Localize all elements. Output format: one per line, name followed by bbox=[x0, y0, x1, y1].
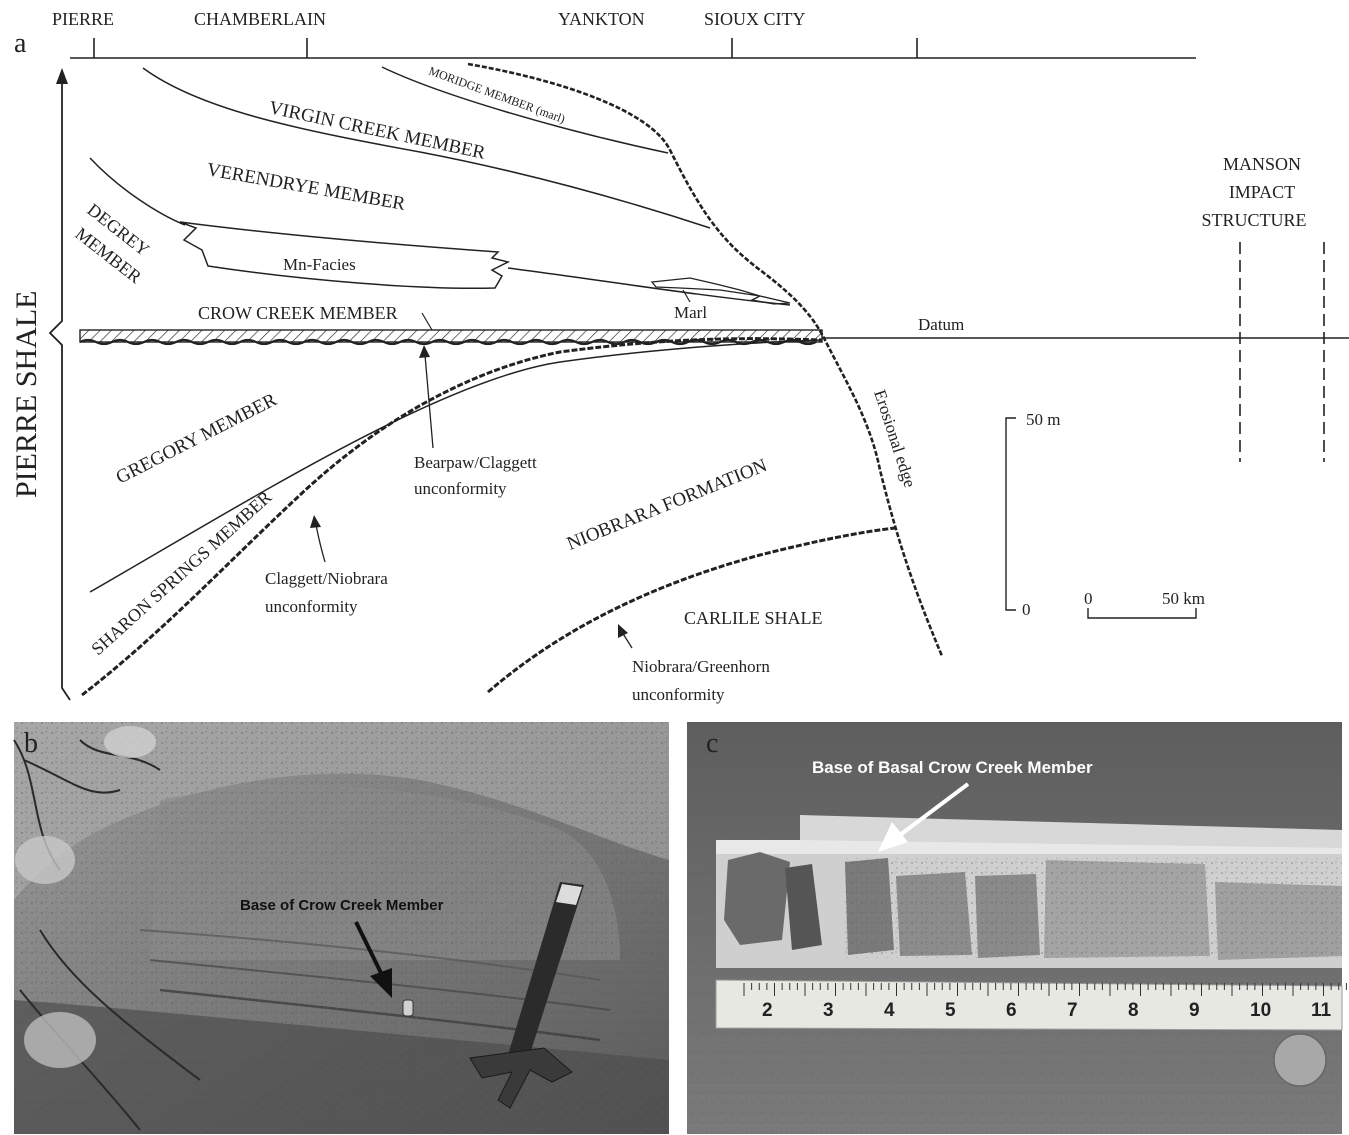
manson-label-3: STRUCTURE bbox=[1201, 210, 1306, 230]
panel-b-label: Base of Crow Creek Member bbox=[240, 897, 444, 914]
bearpaw-arrowhead bbox=[419, 345, 430, 358]
pierre-shale-label: PIERRE SHALE bbox=[10, 290, 43, 498]
moridge-label: MORIDGE MEMBER (marl) bbox=[427, 64, 567, 126]
crow-creek-label: CROW CREEK MEMBER bbox=[198, 303, 398, 323]
tape-number: 6 bbox=[1006, 1000, 1017, 1021]
town-chamberlain: CHAMBERLAIN bbox=[194, 9, 326, 29]
datum-label: Datum bbox=[918, 315, 964, 334]
vertical-scale-bottom: 0 bbox=[1022, 600, 1031, 619]
mn-facies-label: Mn-Facies bbox=[283, 255, 356, 274]
leaf-cluster-1 bbox=[15, 836, 75, 884]
claggett-label-2: unconformity bbox=[265, 597, 358, 616]
tape-number: 4 bbox=[884, 1000, 895, 1021]
horizontal-scale-right: 50 km bbox=[1162, 589, 1205, 608]
claggett-label-1: Claggett/Niobrara bbox=[265, 569, 388, 588]
panel-a-letter: a bbox=[14, 28, 27, 59]
coin bbox=[1274, 1034, 1326, 1086]
scale-object bbox=[403, 1000, 413, 1016]
niobrara-label: NIOBRARA FORMATION bbox=[564, 455, 770, 555]
verendrye-lower-boundary bbox=[508, 268, 790, 305]
pierre-shale-arrowhead bbox=[56, 68, 68, 84]
claggett-niobrara-unconformity bbox=[82, 339, 822, 695]
tape-number: 2 bbox=[762, 1000, 773, 1021]
vertical-scale-bar bbox=[1006, 418, 1016, 610]
town-sioux-city: SIOUX CITY bbox=[704, 9, 806, 29]
greenhorn-label-1: Niobrara/Greenhorn bbox=[632, 657, 770, 676]
crow-creek-leader bbox=[422, 313, 432, 330]
erosional-edge-line bbox=[468, 64, 942, 656]
tape-number: 5 bbox=[945, 1000, 956, 1021]
erosional-edge-label: Erosional edge bbox=[870, 387, 919, 489]
town-pierre: PIERRE bbox=[52, 9, 114, 29]
verendrye-label: VERENDRYE MEMBER bbox=[205, 159, 407, 215]
sharon-springs-label: SHARON SPRINGS MEMBER bbox=[87, 487, 275, 659]
measuring-tape bbox=[716, 980, 1342, 1030]
horizontal-scale-left: 0 bbox=[1084, 589, 1093, 608]
greenhorn-arrowhead bbox=[618, 624, 628, 638]
panel-c-label: Base of Basal Crow Creek Member bbox=[812, 758, 1093, 777]
claggett-arrowhead bbox=[310, 515, 321, 528]
manson-label-2: IMPACT bbox=[1229, 182, 1295, 202]
tape-number: 10 bbox=[1250, 1000, 1271, 1021]
tape-number: 11 bbox=[1311, 1000, 1332, 1021]
panel-a-cross-section: a PIERRE CHAMBERLAIN YANKTON SIOUX CITY … bbox=[10, 9, 1349, 704]
core-texture bbox=[845, 858, 1342, 958]
claggett-arrow-shaft bbox=[316, 525, 325, 562]
panel-c-letter: c bbox=[706, 728, 718, 759]
manson-label-1: MANSON bbox=[1223, 154, 1301, 174]
virgin-creek-label: VIRGIN CREEK MEMBER bbox=[267, 97, 487, 163]
core-piece-1 bbox=[724, 852, 790, 945]
panel-b-letter: b bbox=[24, 728, 38, 759]
panel-c-core-photo: 2 3 4 5 6 7 8 9 10 11 Base of Basal Crow Creek Me… bbox=[687, 722, 1346, 1134]
tape-number: 7 bbox=[1067, 1000, 1078, 1021]
carlile-label: CARLILE SHALE bbox=[684, 608, 823, 628]
pierre-shale-brace bbox=[50, 82, 70, 700]
vertical-scale-top: 50 m bbox=[1026, 410, 1060, 429]
gregory-label: GREGORY MEMBER bbox=[113, 389, 281, 488]
horizontal-scale-bar bbox=[1088, 608, 1196, 618]
tape-number: 8 bbox=[1128, 1000, 1139, 1021]
panel-b-field-photo: Base of Crow Creek Member b bbox=[14, 722, 669, 1134]
bearpaw-label-1: Bearpaw/Claggett bbox=[414, 453, 537, 472]
greenhorn-label-2: unconformity bbox=[632, 685, 725, 704]
tape-number: 9 bbox=[1189, 1000, 1200, 1021]
leaf-cluster-2 bbox=[24, 1012, 96, 1068]
marl-label: Marl bbox=[674, 303, 707, 322]
leaf-cluster-3 bbox=[104, 726, 156, 758]
bearpaw-label-2: unconformity bbox=[414, 479, 507, 498]
town-yankton: YANKTON bbox=[558, 9, 645, 29]
tape-number: 3 bbox=[823, 1000, 834, 1021]
